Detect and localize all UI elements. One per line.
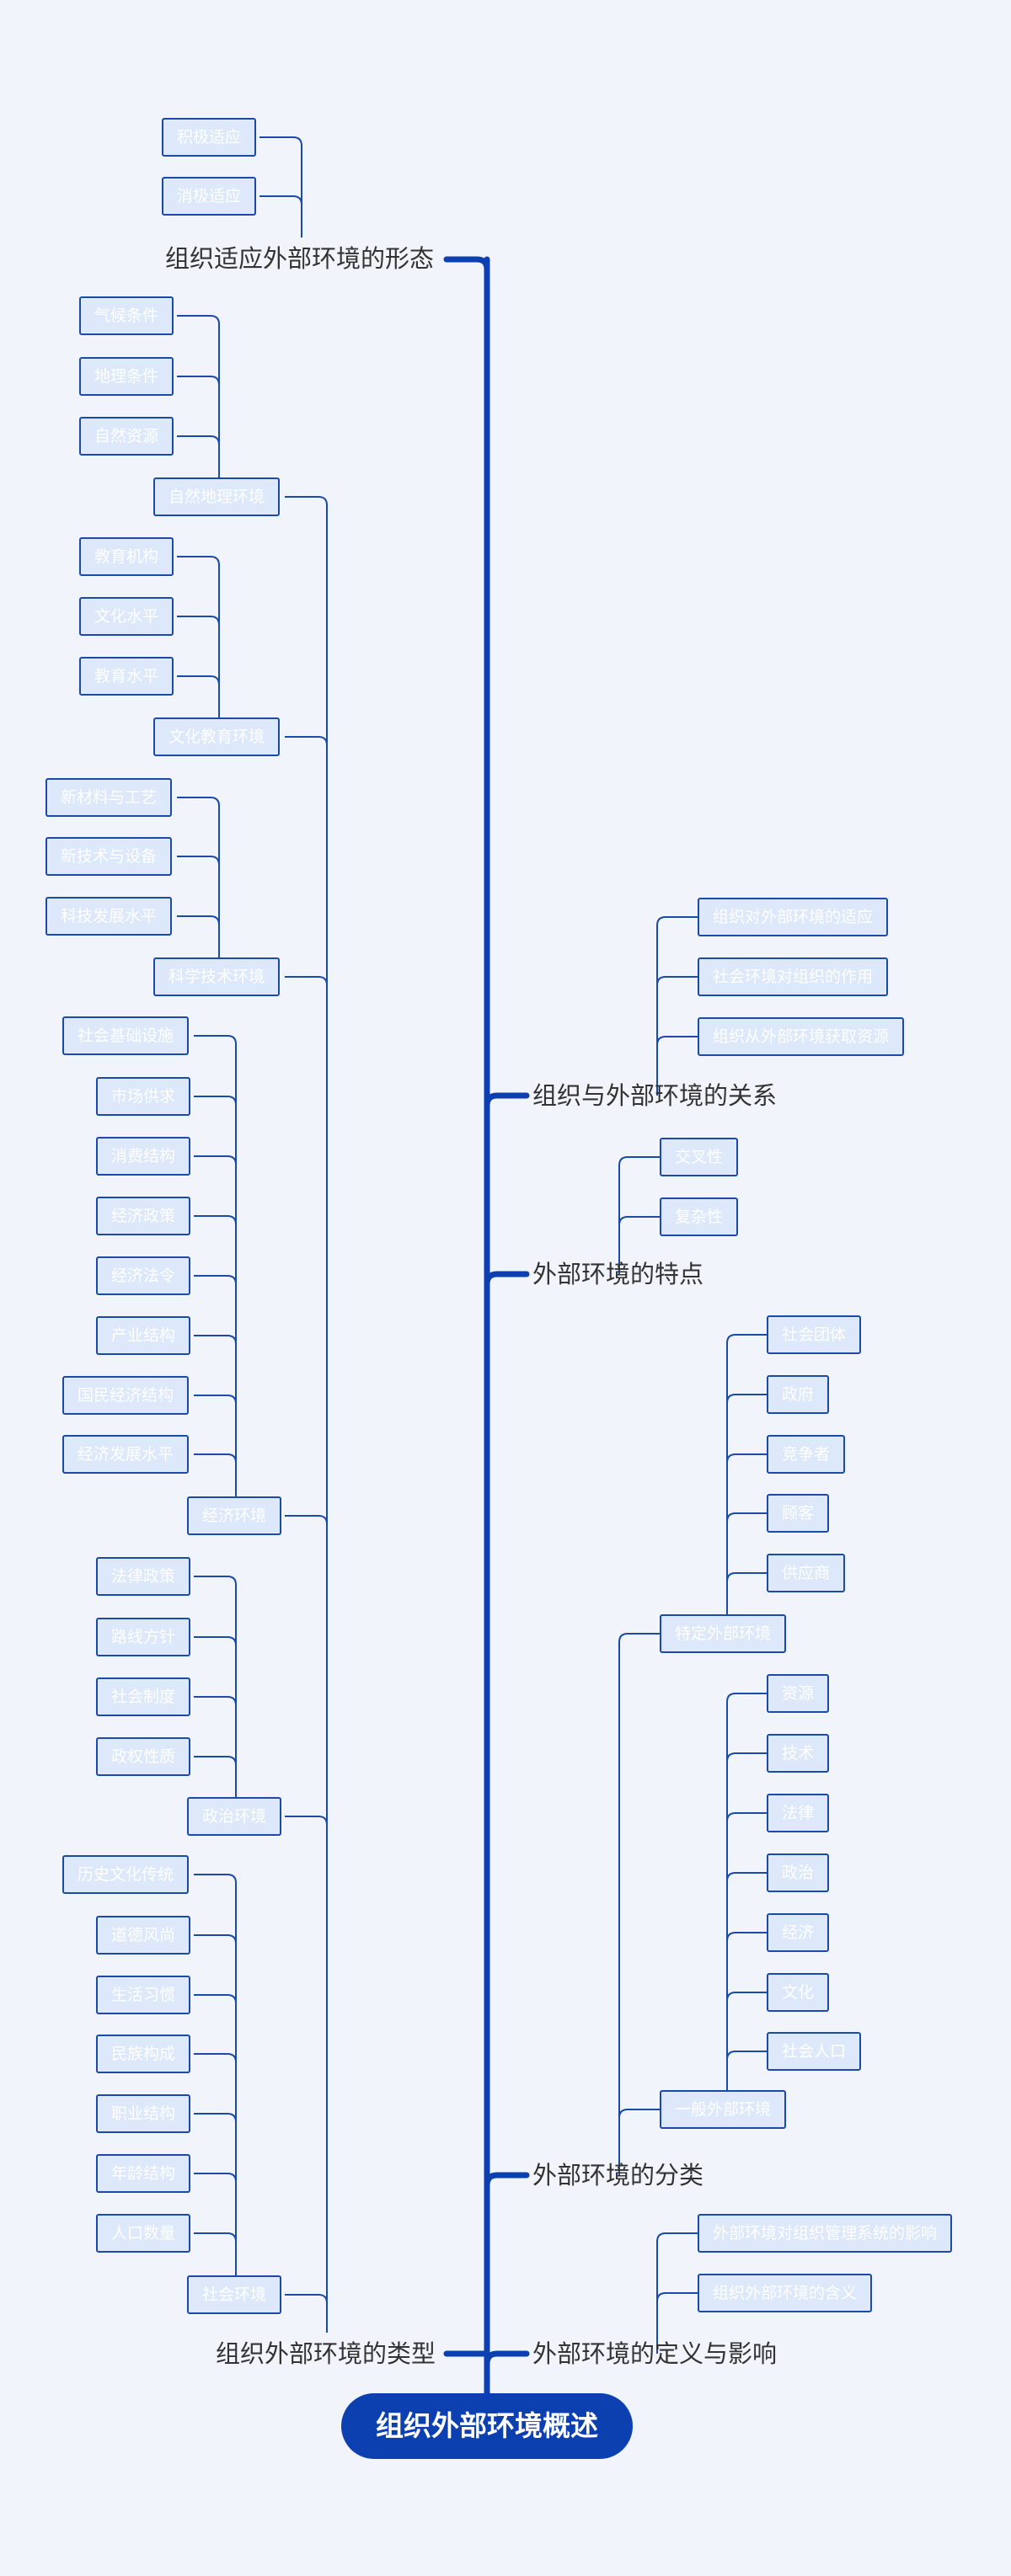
general-item-culture[interactable]: 文化 [767,1973,830,2012]
type-natural[interactable]: 自然地理环境 [153,477,281,516]
economy-item-development[interactable]: 经济发展水平 [62,1435,190,1474]
economy-item-infrastructure[interactable]: 社会基础设施 [62,1016,190,1055]
trunk-link-traits [484,1271,530,1288]
tech-item-level[interactable]: 科技发展水平 [45,897,173,936]
specific-item-competitors[interactable]: 竞争者 [767,1435,846,1474]
trait-item-cross[interactable]: 交叉性 [660,1138,739,1176]
specific-item-groups[interactable]: 社会团体 [767,1315,862,1354]
economy-item-industry[interactable]: 产业结构 [96,1316,191,1355]
general-item-politics[interactable]: 政治 [767,1853,830,1892]
culture-item-culture-level[interactable]: 文化水平 [79,597,174,636]
root-topic[interactable]: 组织外部环境概述 [341,2393,633,2459]
type-tech[interactable]: 科学技术环境 [153,957,281,996]
relation-item-adaptation[interactable]: 组织对外部环境的适应 [698,898,889,936]
general-item-population[interactable]: 社会人口 [767,2032,862,2071]
tech-item-materials[interactable]: 新材料与工艺 [45,778,173,817]
specific-item-government[interactable]: 政府 [767,1375,830,1414]
society-item-occupation[interactable]: 职业结构 [96,2094,191,2133]
branch-classes[interactable]: 外部环境的分类 [532,2161,704,2189]
economy-item-consumption[interactable]: 消费结构 [96,1137,191,1176]
general-item-resources[interactable]: 资源 [767,1674,830,1713]
culture-item-institutions[interactable]: 教育机构 [79,537,174,576]
trait-item-complex[interactable]: 复杂性 [660,1197,739,1236]
politics-item-system[interactable]: 社会制度 [96,1677,191,1716]
society-item-age[interactable]: 年龄结构 [96,2154,191,2193]
trunk-link-relation [484,1092,530,1109]
general-item-economy[interactable]: 经济 [767,1913,830,1952]
branch-adapt[interactable]: 组织适应外部环境的形态 [165,244,435,273]
branch-types[interactable]: 组织外部环境的类型 [216,2339,436,2368]
society-item-population[interactable]: 人口数量 [96,2214,191,2253]
society-item-tradition[interactable]: 历史文化传统 [62,1855,190,1894]
specific-item-customers[interactable]: 顾客 [767,1494,830,1533]
economy-item-market[interactable]: 市场供求 [96,1077,191,1116]
politics-item-line[interactable]: 路线方针 [96,1618,191,1656]
definition-item-impact[interactable]: 外部环境对组织管理系统的影响 [698,2214,953,2253]
definition-item-meaning[interactable]: 组织外部环境的含义 [698,2274,873,2312]
relation-item-resources[interactable]: 组织从外部环境获取资源 [698,1017,905,1056]
branch-relation[interactable]: 组织与外部环境的关系 [532,1081,778,1110]
type-economy[interactable]: 经济环境 [187,1496,282,1535]
natural-item-resources[interactable]: 自然资源 [79,417,174,456]
branch-definition[interactable]: 外部环境的定义与影响 [532,2339,778,2368]
trunk-link-definition [484,2350,530,2367]
natural-item-climate[interactable]: 气候条件 [79,296,174,335]
economy-item-decree[interactable]: 经济法令 [96,1256,191,1295]
specific-item-suppliers[interactable]: 供应商 [767,1554,846,1592]
adapt-item-active[interactable]: 积极适应 [162,118,257,157]
type-society[interactable]: 社会环境 [187,2275,282,2314]
natural-item-geography[interactable]: 地理条件 [79,357,174,396]
society-item-ethnic[interactable]: 民族构成 [96,2035,191,2073]
politics-item-law[interactable]: 法律政策 [96,1557,191,1596]
relation-item-effect[interactable]: 社会环境对组织的作用 [698,957,889,996]
politics-item-regime[interactable]: 政权性质 [96,1737,191,1776]
general-item-law[interactable]: 法律 [767,1794,830,1832]
society-item-habits[interactable]: 生活习惯 [96,1976,191,2014]
trunk-link-adapt [443,256,490,273]
trunk-link-classes [484,2172,530,2189]
adapt-item-passive[interactable]: 消极适应 [162,177,257,216]
economy-item-policy[interactable]: 经济政策 [96,1197,191,1235]
society-item-morals[interactable]: 道德风尚 [96,1916,191,1955]
culture-item-education-level[interactable]: 教育水平 [79,657,174,696]
economy-item-structure[interactable]: 国民经济结构 [62,1376,190,1415]
branch-traits[interactable]: 外部环境的特点 [532,1260,704,1288]
type-culture[interactable]: 文化教育环境 [153,717,281,756]
tech-item-equipment[interactable]: 新技术与设备 [45,837,173,876]
type-politics[interactable]: 政治环境 [187,1797,282,1836]
class-specific[interactable]: 特定外部环境 [660,1614,787,1653]
class-general[interactable]: 一般外部环境 [660,2090,787,2129]
general-item-technology[interactable]: 技术 [767,1734,830,1773]
